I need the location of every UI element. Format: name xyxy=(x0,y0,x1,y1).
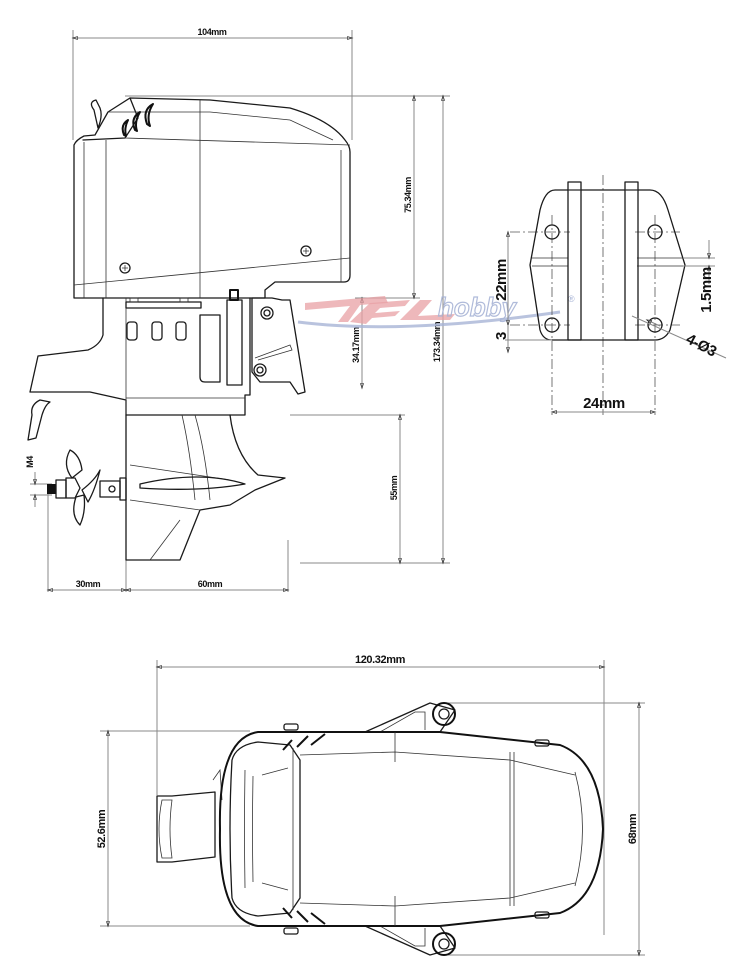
dimension-lower-unit-length: 60mm xyxy=(126,579,288,590)
dimension-label-75mm: 75.34mm xyxy=(403,177,413,213)
dimension-label-3: 3 xyxy=(493,332,510,340)
dimension-label-22mm: 22mm xyxy=(493,259,510,301)
dimension-hole-edge-offset: 3 xyxy=(493,325,552,352)
shaft-thread xyxy=(47,484,56,494)
top-view-lower-unit xyxy=(156,768,223,863)
dimension-label-60mm: 60mm xyxy=(198,579,223,589)
dimension-label-m4: M4 xyxy=(25,456,35,468)
dimension-hole-spacing-horizontal: 24mm xyxy=(552,395,655,412)
dimension-hole-spec: 4-Ø3 xyxy=(631,315,727,361)
bracket-front-view: 22mm 3 1.5mm 4-Ø3 24mm xyxy=(493,175,727,415)
dimension-label-68mm: 68mm xyxy=(627,813,639,844)
dimension-label-30mm: 30mm xyxy=(76,579,101,589)
top-view-bracket-arms xyxy=(364,702,456,956)
dimension-label-52mm: 52.6mm xyxy=(96,809,108,848)
dimension-prop-offset: 30mm xyxy=(48,579,126,590)
dimension-overall-width: 68mm xyxy=(627,703,639,955)
dimension-overall-length: 120.32mm xyxy=(157,654,604,667)
dimension-label-hole-spec: 4-Ø3 xyxy=(683,331,719,361)
brand-watermark: hobby ® xyxy=(297,291,575,329)
dimension-label-104mm: 104mm xyxy=(197,27,226,37)
dimension-shaft-thread: M4 xyxy=(25,456,52,507)
dimension-slot-width: 1.5mm xyxy=(683,240,715,313)
dimension-label-55mm: 55mm xyxy=(389,475,399,500)
dimension-label-173mm: 173.34mm xyxy=(432,321,442,362)
motor-midsection xyxy=(27,289,251,441)
dimension-label-24mm: 24mm xyxy=(583,395,625,412)
dimension-body-width: 52.6mm xyxy=(96,731,108,926)
dimension-lower-unit-height: 55mm xyxy=(389,415,400,563)
transom-bracket xyxy=(251,297,306,395)
propeller xyxy=(47,449,127,526)
dimension-cowl-height: 75.34mm xyxy=(403,96,414,298)
dimension-overall-width: 104mm xyxy=(73,27,352,38)
motor-cowl xyxy=(73,97,351,299)
registered-mark: ® xyxy=(568,294,575,304)
dimension-label-120mm: 120.32mm xyxy=(355,654,406,666)
dimension-label-1-5mm: 1.5mm xyxy=(698,267,715,313)
top-view-cowl xyxy=(218,723,604,935)
top-view: 120.32mm 52.6mm 68mm xyxy=(96,654,645,955)
lower-unit xyxy=(125,414,286,561)
side-view: 104mm 75.34mm 173.34mm 34.17mm 55mm M4 xyxy=(25,27,450,592)
dimension-overall-height: 173.34mm xyxy=(432,96,443,563)
watermark-hobby-text: hobby xyxy=(438,292,518,322)
dimension-label-34mm: 34.17mm xyxy=(351,327,361,363)
dimension-hole-spacing-vertical: 22mm xyxy=(493,232,510,325)
